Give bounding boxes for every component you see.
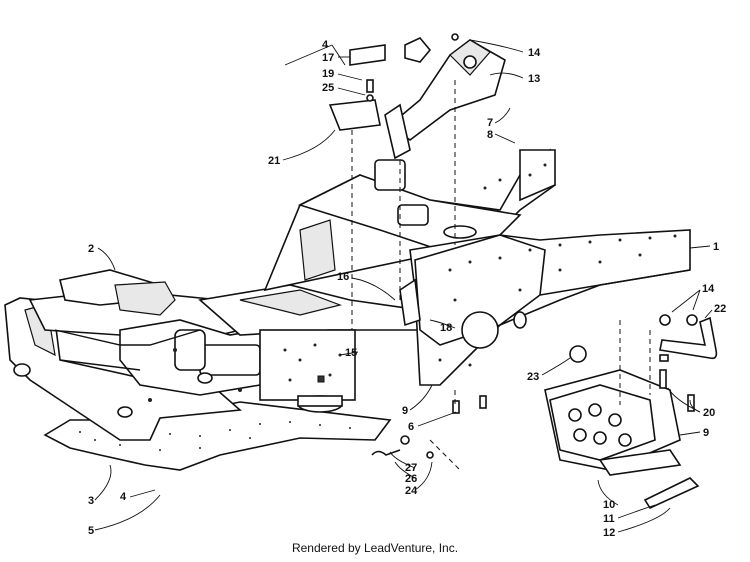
callout-17: 17 — [322, 52, 334, 64]
callout-24: 24 — [405, 485, 418, 497]
callout-12: 12 — [603, 527, 615, 539]
callout-20: 20 — [703, 407, 715, 419]
footrest — [544, 369, 700, 510]
callout-18: 18 — [440, 322, 452, 334]
callout-27: 27 — [405, 462, 417, 474]
callout-9-right: 9 — [703, 427, 709, 439]
handle — [659, 314, 718, 412]
callout-26: 26 — [405, 473, 417, 485]
callout-16: 16 — [337, 271, 349, 283]
callout-15: 15 — [345, 347, 357, 359]
footer-credit: Rendered by LeadVenture, Inc. — [291, 541, 459, 555]
callout-23: 23 — [527, 371, 539, 383]
callout-7: 7 — [487, 117, 493, 129]
callout-10: 10 — [603, 499, 615, 511]
callout-6: 6 — [408, 421, 414, 433]
callout-13: 13 — [528, 73, 540, 85]
callout-11: 11 — [603, 513, 615, 525]
callout-8: 8 — [487, 129, 493, 141]
callout-2: 2 — [88, 243, 94, 255]
front-bulkhead — [4, 269, 281, 441]
leader-lines — [94, 39, 713, 533]
callout-14-top: 14 — [528, 47, 541, 59]
callout-14-right: 14 — [702, 283, 715, 295]
main-chassis — [263, 148, 691, 386]
callout-19: 19 — [322, 68, 334, 80]
callout-25: 25 — [322, 82, 334, 94]
assembly-lines — [351, 80, 651, 471]
callout-1: 1 — [713, 241, 719, 253]
callout-4-top: 4 — [322, 39, 329, 51]
callout-9-left: 9 — [402, 405, 408, 417]
callout-4-bottom: 4 — [120, 491, 127, 503]
callout-22: 22 — [714, 303, 726, 315]
hardware-small — [371, 395, 487, 459]
callouts: 4 17 19 25 14 13 7 8 21 1 2 16 14 22 18 … — [88, 39, 726, 539]
callout-3: 3 — [88, 495, 94, 507]
callout-21: 21 — [268, 155, 280, 167]
tunnel-floor — [198, 284, 421, 413]
steering-support — [328, 33, 506, 327]
callout-5: 5 — [88, 525, 94, 537]
